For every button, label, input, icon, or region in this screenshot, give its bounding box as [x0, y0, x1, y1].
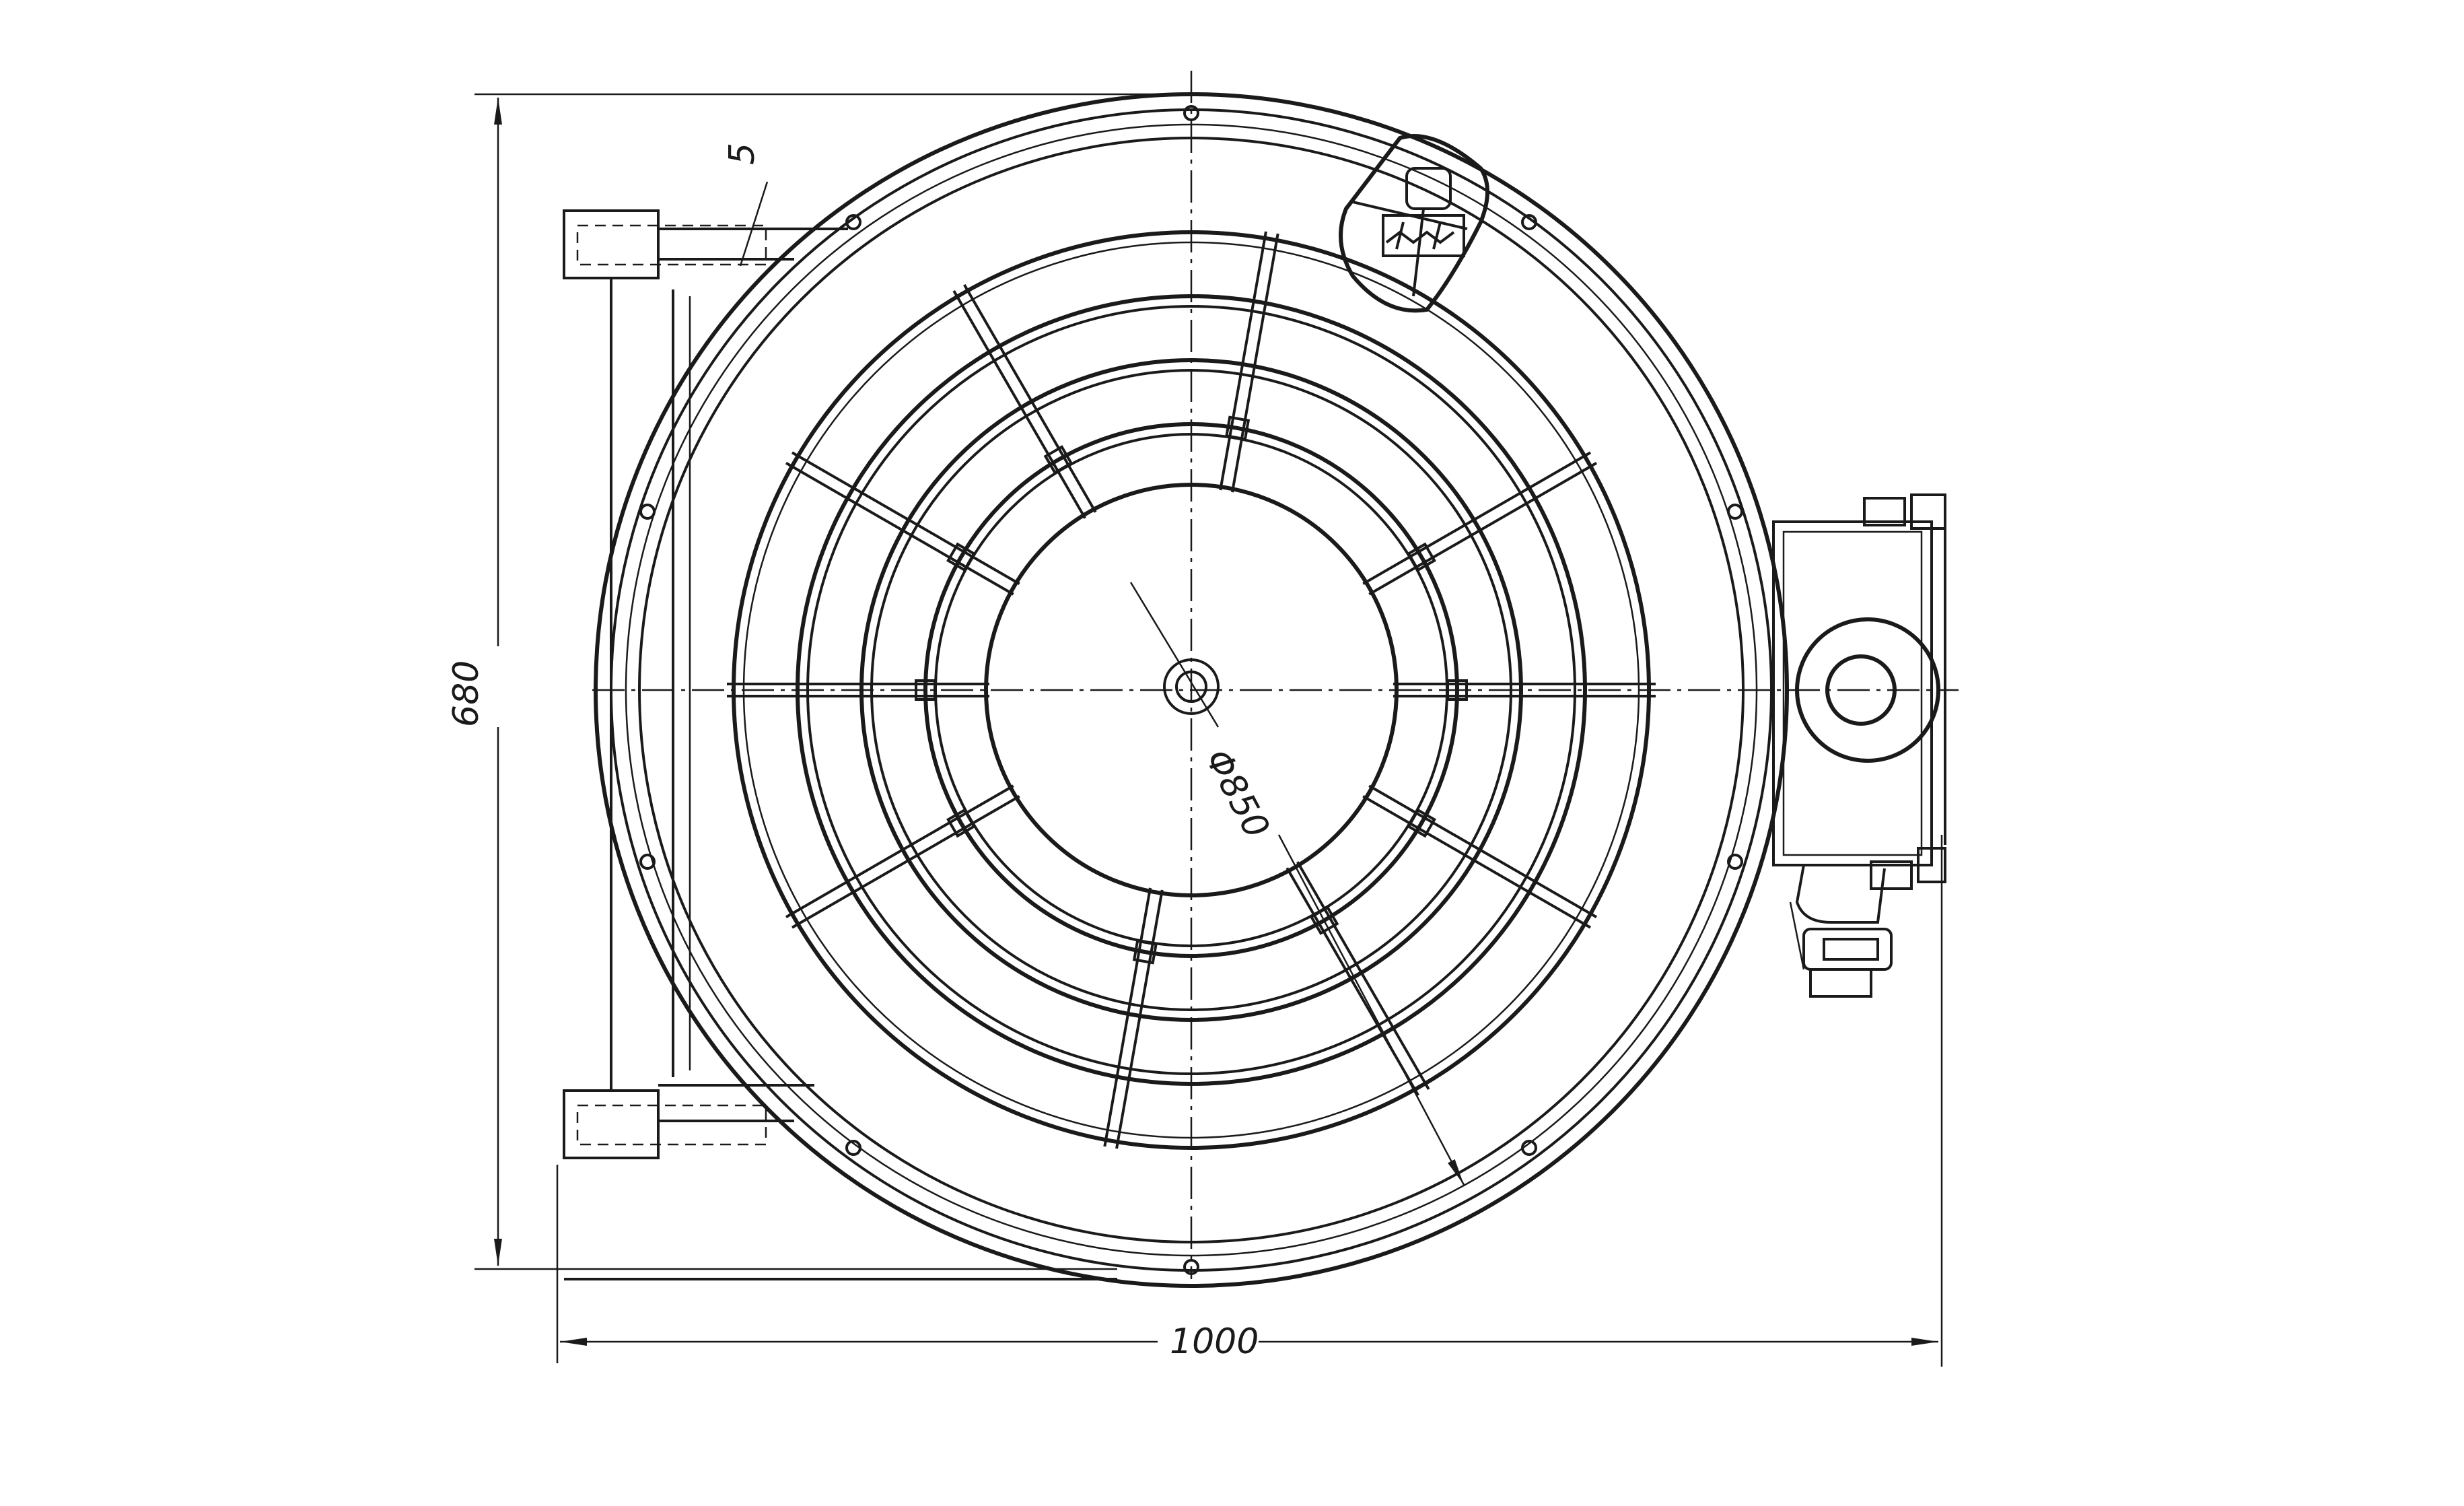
diameter-label: Φ850 [1197, 743, 1277, 845]
spoke-clamp [1407, 808, 1436, 838]
spoke-clamp [1043, 445, 1073, 475]
spoke-edge [785, 784, 1014, 918]
spoke-edge [1103, 887, 1152, 1147]
width-label: 1000 [1170, 1322, 1259, 1362]
width-dimension: 1000 [556, 835, 1943, 1367]
spoke-clamp [946, 808, 976, 838]
part-callout: 5 [722, 143, 769, 267]
spoke-edge [1219, 231, 1267, 491]
flange-bolts [639, 105, 1743, 1275]
center-lines [592, 71, 1959, 1279]
spoke-edge [1362, 451, 1592, 585]
radial-spokes [727, 231, 1656, 1149]
spoke-edge [1230, 233, 1279, 493]
spoke-edge [963, 283, 1097, 513]
spoke-edge [952, 289, 1086, 519]
spoke-edge [1115, 889, 1164, 1149]
spoke-clamp [1132, 939, 1158, 965]
spoke-clamp [946, 542, 976, 572]
spoke-edge [1362, 795, 1592, 929]
right-drive-unit [1772, 493, 1946, 998]
spoke-edge [785, 462, 1014, 596]
inspection-fitting [1339, 134, 1489, 313]
spoke-edge [1368, 462, 1598, 596]
height-dimension: 680 [446, 93, 1185, 1270]
spoke-edge [1296, 861, 1430, 1091]
spoke-clamp [1407, 542, 1436, 572]
part-number-label: 5 [722, 143, 763, 165]
spoke-edge [791, 451, 1020, 585]
spoke-edge [1368, 784, 1598, 918]
spoke-clamp [1225, 415, 1251, 441]
height-label: 680 [446, 660, 487, 727]
spoke-edge [791, 795, 1020, 929]
